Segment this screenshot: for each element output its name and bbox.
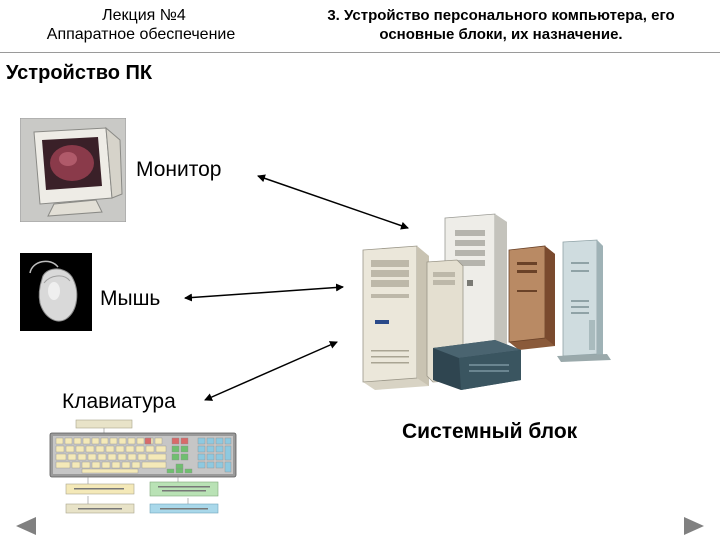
mouse-arrow	[185, 287, 343, 298]
prev-slide-button[interactable]	[14, 516, 38, 536]
triangle-right-icon	[682, 516, 706, 536]
keyboard-arrow	[205, 342, 337, 400]
triangle-left-icon	[14, 516, 38, 536]
monitor-arrow	[258, 176, 408, 228]
next-slide-button[interactable]	[682, 516, 706, 536]
